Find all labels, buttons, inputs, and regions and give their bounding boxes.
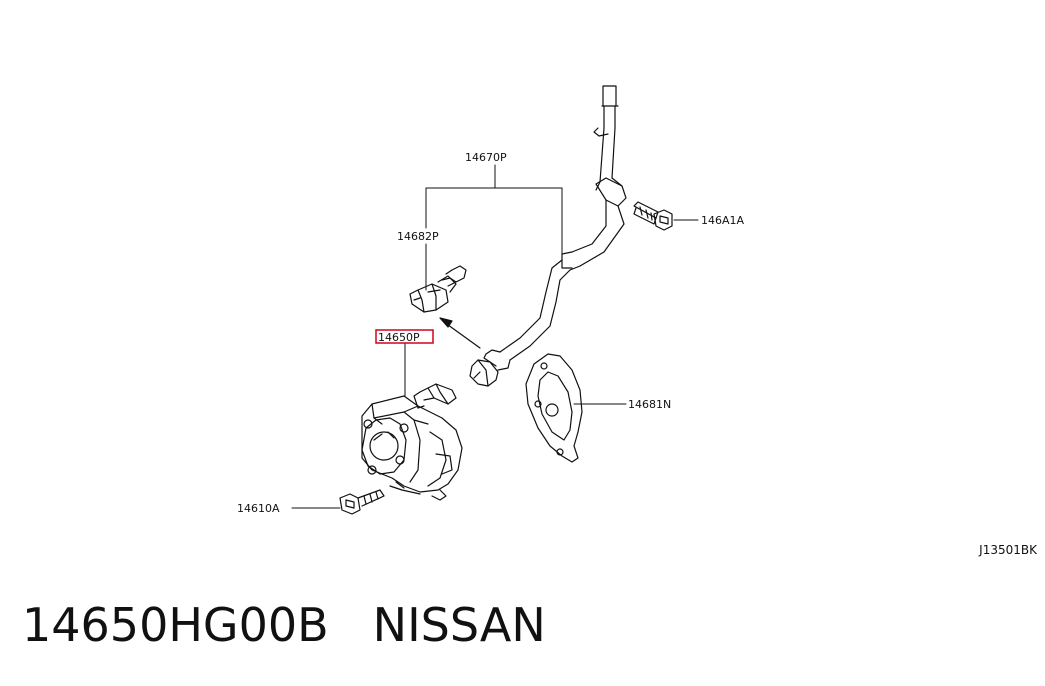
label-valve: 14682P [397, 230, 439, 243]
diagram-code: J13501BK [979, 543, 1037, 557]
label-kit: 14670P [465, 151, 507, 164]
check-valve [409, 265, 467, 313]
pump-gasket [525, 353, 583, 463]
label-gasket: 14681N [628, 398, 671, 411]
label-pump: 14650P [378, 331, 420, 344]
flange-bolt-bottom [339, 489, 385, 515]
label-bolt-top: 146A1A [701, 214, 745, 227]
direction-arrow [439, 317, 481, 349]
vacuum-pump [361, 383, 463, 501]
leader-lines [291, 164, 699, 509]
flange-bolt-top [633, 201, 673, 231]
highlight-box [375, 329, 434, 344]
footer-caption: 14650HG00B NISSAN [22, 598, 546, 652]
vacuum-hose [469, 85, 627, 387]
brand-name: NISSAN [372, 598, 546, 652]
label-bolt-bottom: 14610A [237, 502, 280, 515]
part-number: 14650HG00B [22, 598, 329, 652]
